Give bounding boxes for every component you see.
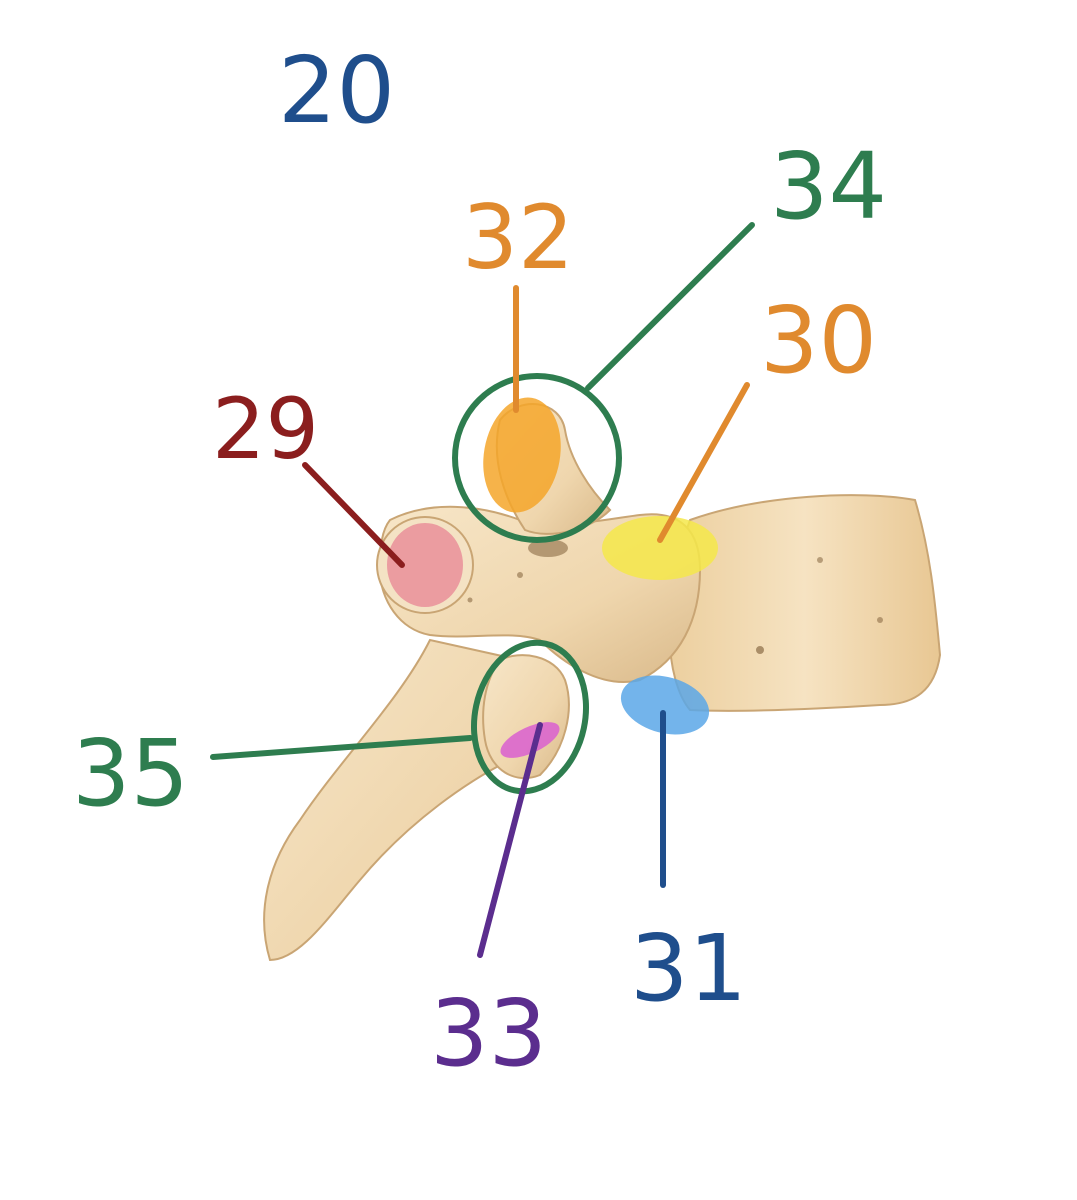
number-labels: 20 32 34 30 29 35 33 31: [72, 37, 887, 1087]
vertebra-illustration: [263, 403, 942, 962]
bone-texture-dot: [817, 557, 823, 563]
circle-35: [470, 639, 590, 795]
circle-34: [452, 373, 622, 543]
leader-34: [585, 222, 755, 391]
label-34: 34: [770, 133, 887, 240]
leader-lines: [210, 222, 755, 958]
inferior-articular-process: [482, 654, 570, 780]
circle-markers: [452, 373, 622, 795]
label-33: 33: [430, 980, 547, 1087]
leader-35: [210, 735, 473, 760]
highlight-31: [620, 675, 710, 735]
label-31: 31: [630, 915, 747, 1022]
label-32: 32: [462, 186, 574, 289]
leader-29: [302, 462, 405, 568]
highlight-29: [387, 523, 463, 607]
leader-30: [657, 382, 750, 543]
bone-texture-dot: [467, 597, 473, 603]
bone-texture-dot: [877, 617, 883, 623]
vertebral-body: [668, 494, 942, 712]
label-29: 29: [212, 380, 319, 478]
label-20: 20: [278, 37, 395, 144]
highlights: [387, 397, 718, 758]
label-35: 35: [72, 720, 189, 827]
highlight-30: [602, 516, 718, 580]
bone-texture-dot: [517, 572, 523, 578]
foramen-shadow: [528, 539, 568, 557]
leader-33: [477, 722, 543, 958]
label-30: 30: [760, 287, 877, 394]
highlight-33: [500, 722, 560, 758]
bone-texture-dot: [756, 646, 764, 654]
highlight-32: [483, 397, 561, 513]
